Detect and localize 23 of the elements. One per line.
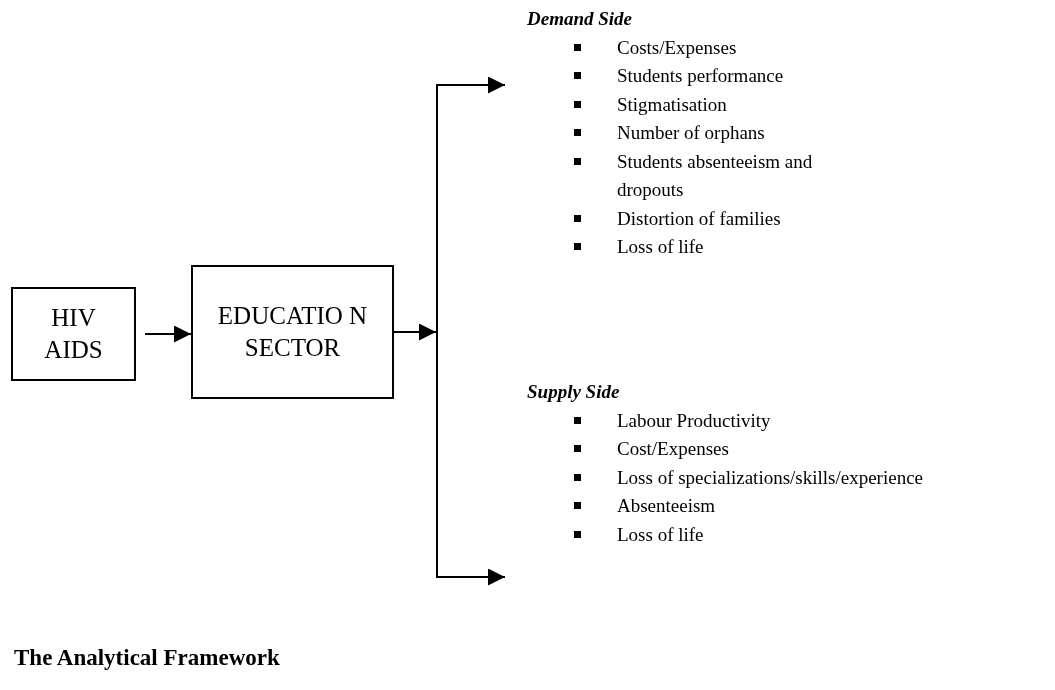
process-box [11,287,136,381]
list-item: Loss of life [617,522,704,547]
list-item: Students absenteeism and dropouts [617,149,814,202]
list-item: Cost/Expenses [617,437,729,461]
section-heading: The Analytical Framework [14,645,280,671]
arrow [436,76,506,333]
list-heading: Supply Side [527,380,620,404]
list-item: Labour Productivity [617,408,771,433]
list-item: Number of orphans [617,121,765,145]
process-box [191,265,394,399]
list-item: Stigmatisation [617,92,727,117]
list-item: Loss of specializations/skills/experience [617,465,924,490]
list-item: Costs/Expenses [617,35,737,60]
arrow [393,323,437,341]
arrow [144,325,192,343]
box-label: HIV AIDS [43,303,104,365]
list-heading: Demand Side [527,7,633,31]
list-item: Students performance [617,64,784,88]
arrow [436,331,506,586]
list-item: Loss of life [617,235,704,259]
list-item: Distortion of families [617,206,781,231]
list-item: Absenteeism [617,494,716,518]
box-label: EDUCATIO N SECTOR [217,301,368,363]
